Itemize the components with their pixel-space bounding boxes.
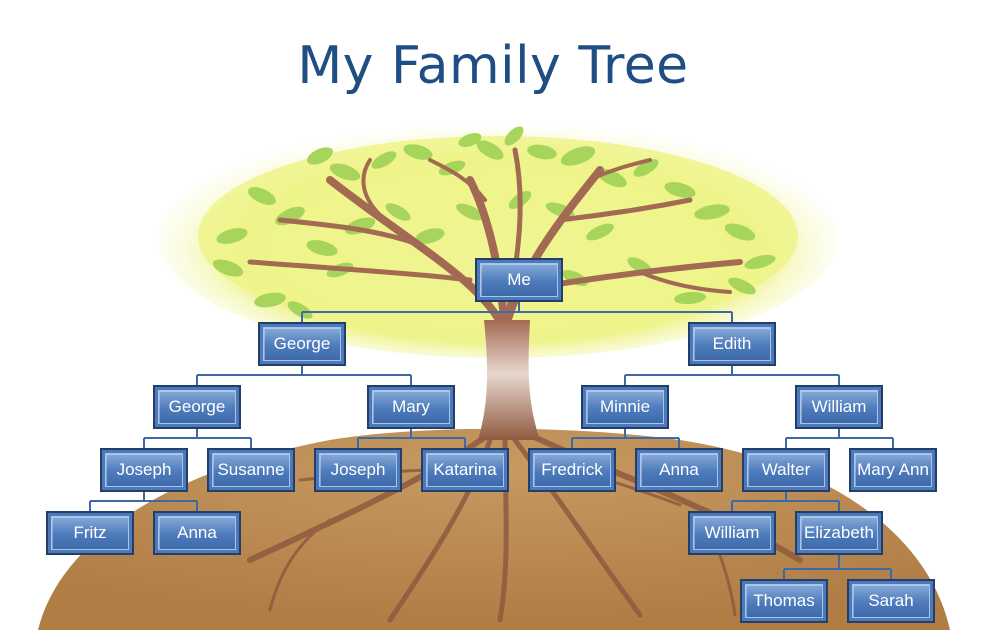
- node-william-grandfather[interactable]: William: [795, 385, 883, 429]
- node-mary[interactable]: Mary: [367, 385, 455, 429]
- node-label: Joseph: [116, 460, 172, 479]
- page-title: My Family Tree: [297, 36, 689, 96]
- node-joseph-paternal[interactable]: Joseph: [100, 448, 188, 492]
- node-label: Me: [507, 270, 531, 289]
- node-fredrick[interactable]: Fredrick: [528, 448, 616, 492]
- node-label: Elizabeth: [804, 523, 874, 542]
- node-elizabeth[interactable]: Elizabeth: [795, 511, 883, 555]
- node-fritz[interactable]: Fritz: [46, 511, 134, 555]
- node-label: Anna: [177, 523, 217, 542]
- node-label: Joseph: [330, 460, 386, 479]
- node-label: Fritz: [73, 523, 107, 542]
- node-label: Thomas: [753, 591, 815, 610]
- node-thomas[interactable]: Thomas: [740, 579, 828, 623]
- node-label: William: [704, 523, 760, 542]
- node-label: Susanne: [217, 460, 285, 479]
- node-label: Mary: [392, 397, 430, 416]
- node-george-grandfather[interactable]: George: [153, 385, 241, 429]
- node-label: Sarah: [868, 591, 914, 610]
- node-joseph-maternal[interactable]: Joseph: [314, 448, 402, 492]
- node-label: Fredrick: [541, 460, 603, 479]
- node-label: Walter: [761, 460, 811, 479]
- node-mary-ann[interactable]: Mary Ann: [849, 448, 937, 492]
- node-katarina[interactable]: Katarina: [421, 448, 509, 492]
- node-sarah[interactable]: Sarah: [847, 579, 935, 623]
- node-label: George: [273, 334, 331, 353]
- node-label: George: [168, 397, 226, 416]
- node-susanne[interactable]: Susanne: [207, 448, 295, 492]
- node-walter[interactable]: Walter: [742, 448, 830, 492]
- node-label: Mary Ann: [857, 460, 929, 479]
- node-anna-maternal[interactable]: Anna: [635, 448, 723, 492]
- node-minnie[interactable]: Minnie: [581, 385, 669, 429]
- node-george-father[interactable]: George: [258, 322, 346, 366]
- node-label: William: [811, 397, 867, 416]
- node-anna-paternal[interactable]: Anna: [153, 511, 241, 555]
- node-label: Katarina: [433, 460, 497, 479]
- trunk: [478, 320, 540, 440]
- node-label: Anna: [659, 460, 699, 479]
- node-edith[interactable]: Edith: [688, 322, 776, 366]
- node-william[interactable]: William: [688, 511, 776, 555]
- node-me[interactable]: Me: [475, 258, 563, 302]
- node-label: Edith: [712, 334, 752, 353]
- tree-connectors: [89, 302, 894, 579]
- node-label: Minnie: [599, 397, 651, 416]
